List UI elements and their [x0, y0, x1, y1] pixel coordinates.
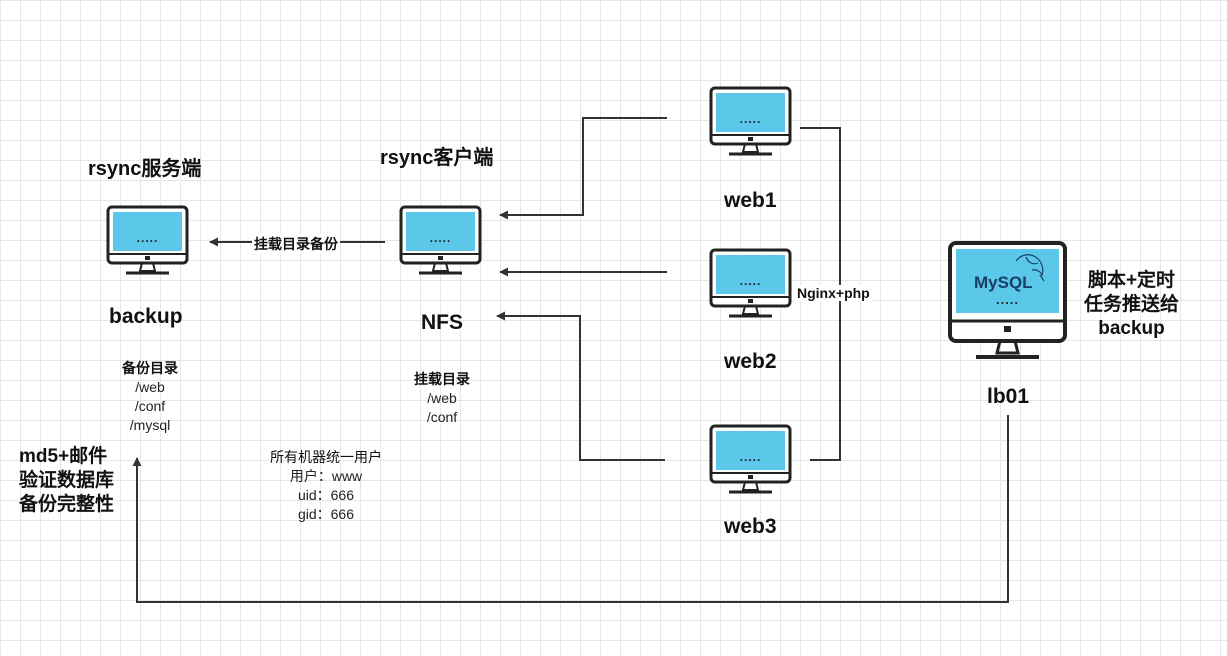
screen-dots: .....	[429, 231, 452, 245]
nfs-dir-item: /web	[427, 390, 457, 406]
nfs-dir-title: 挂载目录	[414, 371, 470, 387]
backup-dir-item: /conf	[134, 398, 166, 414]
left-note: md5+邮件 验证数据库 备份完整性	[19, 445, 114, 517]
backup-dir-item: /web	[135, 379, 165, 395]
users-line: uid：666	[297, 487, 355, 503]
nfs-dirs: 挂载目录 /web /conf	[404, 369, 480, 427]
nfs-dir-item: /conf	[426, 409, 458, 425]
right-note: 脚本+定时 任务推送给 backup	[1084, 269, 1179, 341]
monitor-nfs: .....	[399, 205, 482, 276]
monitor-web1: .....	[709, 86, 792, 157]
role-rsync-server: rsync服务端	[88, 158, 202, 180]
host-web1: web1	[724, 189, 777, 212]
monitor-web3: .....	[709, 424, 792, 495]
computer-monitor-icon	[709, 424, 792, 494]
screen-dots: .....	[995, 292, 1020, 307]
host-lb01: lb01	[987, 385, 1030, 408]
right-note-line: backup	[1098, 318, 1165, 339]
monitor-backup: .....	[106, 205, 189, 276]
users-line: gid：666	[297, 506, 355, 522]
host-web2: web2	[724, 350, 777, 373]
users-block: 所有机器统一用户 用户：www uid：666 gid：666	[256, 447, 396, 524]
users-title: 所有机器统一用户	[270, 449, 382, 465]
screen-dots: .....	[739, 450, 762, 464]
mysql-logo-text: MySQL	[974, 273, 1033, 292]
edge-label-mount-backup: 挂载目录备份	[252, 234, 340, 254]
backup-dir-title: 备份目录	[122, 360, 178, 376]
mysql-dolphin-icon	[1015, 254, 1045, 282]
monitor-lb01: MySQL .....	[948, 241, 1067, 361]
role-rsync-client: rsync客户端	[380, 147, 494, 169]
backup-dirs: 备份目录 /web /conf /mysql	[112, 358, 188, 435]
left-note-line: 验证数据库	[19, 470, 115, 491]
edge-label-web-group: Nginx+php	[795, 285, 872, 301]
host-nfs: NFS	[421, 311, 463, 334]
screen-dots: .....	[739, 274, 762, 288]
host-web3: web3	[724, 515, 777, 538]
computer-monitor-icon	[399, 205, 482, 275]
edge-lb01-backup	[132, 415, 1009, 603]
users-line: 用户：www	[289, 468, 363, 484]
monitor-web2: .....	[709, 248, 792, 319]
screen-dots: .....	[739, 112, 762, 126]
edge-web1-nfs	[499, 117, 667, 220]
right-note-line: 任务推送给	[1084, 294, 1180, 315]
right-note-line: 脚本+定时	[1087, 270, 1176, 291]
edge-web3-nfs	[496, 311, 665, 461]
left-note-line: md5+邮件	[19, 446, 108, 467]
screen-dots: .....	[136, 231, 159, 245]
backup-dir-item: /mysql	[129, 417, 171, 433]
computer-monitor-icon	[106, 205, 189, 275]
left-note-line: 备份完整性	[19, 494, 115, 515]
computer-monitor-icon	[948, 241, 1067, 359]
computer-monitor-icon	[709, 248, 792, 318]
computer-monitor-icon	[709, 86, 792, 156]
host-backup: backup	[109, 305, 183, 328]
